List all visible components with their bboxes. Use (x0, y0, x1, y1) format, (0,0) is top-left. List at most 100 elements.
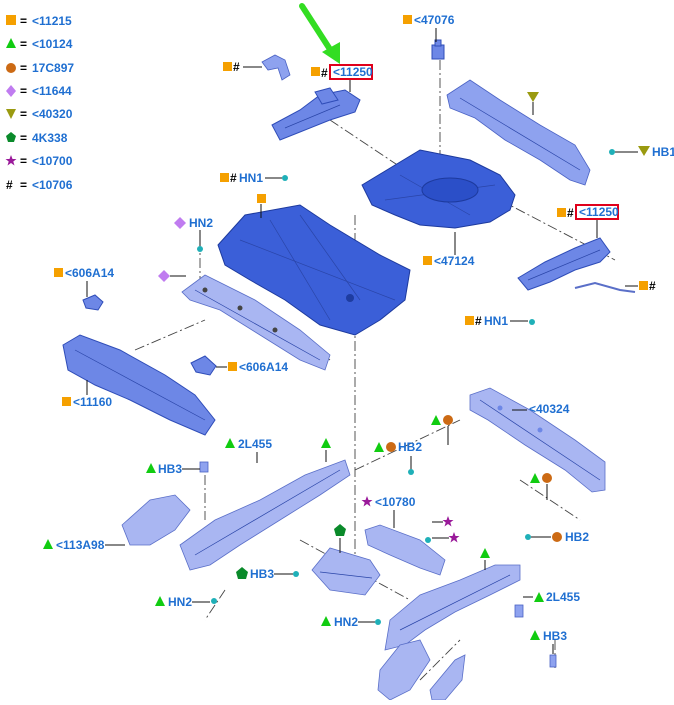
legend-square-icon (6, 15, 16, 25)
lower-rear-frame-part[interactable] (375, 564, 557, 701)
part-label-hb2-upper[interactable]: HB2 (398, 440, 422, 454)
square-icon (557, 208, 566, 217)
square-icon (228, 362, 237, 371)
triangle-icon (431, 415, 441, 425)
part-label-floor-pan[interactable]: <47124 (434, 254, 475, 268)
legend-code-10706[interactable]: <10706 (32, 178, 73, 192)
part-label-2l455-lower[interactable]: 2L455 (546, 590, 580, 604)
rear-crossmember-part[interactable] (469, 387, 606, 493)
part-label-rear-crossmember[interactable]: <40324 (529, 402, 570, 416)
highlight-box (329, 64, 373, 80)
legend-code-11644[interactable]: <11644 (32, 84, 72, 98)
triangle-icon (321, 616, 331, 626)
square-icon (257, 194, 266, 203)
right-bracket-part[interactable] (517, 237, 636, 325)
part-label-hb3-lower[interactable]: HB3 (543, 629, 567, 643)
top-bracket-part[interactable] (261, 54, 361, 141)
square-icon (423, 256, 432, 265)
triangle-icon (530, 473, 540, 483)
square-icon (311, 67, 320, 76)
front-crossmember-part[interactable] (181, 246, 331, 371)
small-bracket-mid-part[interactable] (190, 355, 217, 376)
legend-code-10124[interactable]: <10124 (32, 37, 73, 51)
part-label-hb1[interactable]: HB1 (652, 145, 674, 159)
part-label-mid-bracket[interactable]: <10780 (375, 495, 416, 509)
legend-eq: = (20, 131, 27, 145)
part-label-stud[interactable]: <47076 (414, 13, 455, 27)
part-label-hn1-upper[interactable]: HN1 (239, 171, 263, 185)
small-bracket-left-part[interactable] (82, 294, 104, 311)
square-icon (220, 173, 229, 182)
part-label-small-bracket-mid[interactable]: <606A14 (239, 360, 288, 374)
triangle-icon (374, 442, 384, 452)
part-label-113a98[interactable]: <113A98 (56, 538, 105, 552)
part-label-2l455-upper[interactable]: 2L455 (238, 437, 272, 451)
hash-marker: # (230, 171, 237, 185)
legend-triangle-icon (6, 38, 16, 48)
legend-eq: = (20, 178, 27, 192)
legend-eq: = (20, 107, 27, 121)
legend-triangle-down-icon (6, 109, 16, 119)
right-rear-rail-part[interactable] (446, 79, 615, 186)
part-label-hn2-bottom[interactable]: HN2 (334, 615, 358, 629)
mid-bracket-part[interactable] (364, 524, 446, 576)
hash-marker: # (233, 60, 240, 74)
pentagon-icon (236, 567, 248, 579)
triangle-icon (530, 630, 540, 640)
part-label-small-bracket-left[interactable]: <606A14 (65, 266, 114, 280)
part-label-hn2-lower[interactable]: HN2 (168, 595, 192, 609)
hash-marker: # (649, 279, 656, 293)
triangle-down-icon (527, 92, 539, 102)
part-label-right-bracket[interactable]: <11250 (579, 205, 619, 219)
hash-marker: # (567, 206, 574, 220)
left-side-panel-part[interactable] (62, 334, 216, 436)
legend-code-40320[interactable]: <40320 (32, 107, 73, 121)
triangle-icon (480, 548, 490, 558)
triangle-icon (155, 596, 165, 606)
legend-eq: = (20, 61, 27, 75)
part-label-hb2-lower[interactable]: HB2 (565, 530, 589, 544)
legend-diamond-icon (6, 85, 16, 97)
square-icon (223, 62, 232, 71)
legend-code-4k338[interactable]: 4K338 (32, 131, 68, 145)
diamond-icon (174, 217, 186, 229)
circle-icon (443, 415, 453, 425)
legend-code-10700[interactable]: <10700 (32, 154, 73, 168)
hash-marker: # (475, 314, 482, 328)
triangle-icon (146, 463, 156, 473)
fastener-icon (525, 534, 531, 540)
circle-icon (542, 473, 552, 483)
part-label-top-bracket[interactable]: <11250 (333, 65, 373, 79)
legend-code-17c897[interactable]: 17C897 (32, 61, 74, 75)
part-label-hb3-upper[interactable]: HB3 (158, 462, 182, 476)
legend-eq: = (20, 154, 27, 168)
triangle-down-icon (638, 146, 650, 156)
triangle-icon (534, 592, 544, 602)
center-skid-part[interactable] (311, 547, 381, 596)
square-icon (465, 316, 474, 325)
part-label-hb3-mid[interactable]: HB3 (250, 567, 274, 581)
lower-front-frame-part[interactable] (121, 459, 351, 604)
part-label-left-panel[interactable]: <11160 (73, 395, 112, 409)
legend-eq: = (20, 14, 27, 28)
triangle-icon (43, 539, 53, 549)
stud-part[interactable] (431, 39, 445, 60)
fastener-icon (408, 469, 414, 475)
star-icon (361, 496, 373, 507)
front-floor-pan-part[interactable] (217, 204, 411, 336)
legend-code-11215[interactable]: <11215 (32, 14, 72, 28)
square-icon (639, 281, 648, 290)
fastener-icon (293, 571, 299, 577)
part-label-hn1-lower[interactable]: HN1 (484, 314, 508, 328)
star-icon (442, 516, 454, 527)
highlight-box (575, 204, 619, 220)
hash-marker: # (321, 66, 328, 80)
legend-circle-icon (6, 63, 16, 73)
pentagon-icon (334, 524, 346, 536)
legend-hash-icon: # (6, 178, 13, 192)
rear-floor-pan-part[interactable] (361, 149, 516, 229)
part-label-hn2-upper[interactable]: HN2 (189, 216, 213, 230)
circle-icon (386, 442, 396, 452)
legend-star-icon (5, 155, 17, 166)
